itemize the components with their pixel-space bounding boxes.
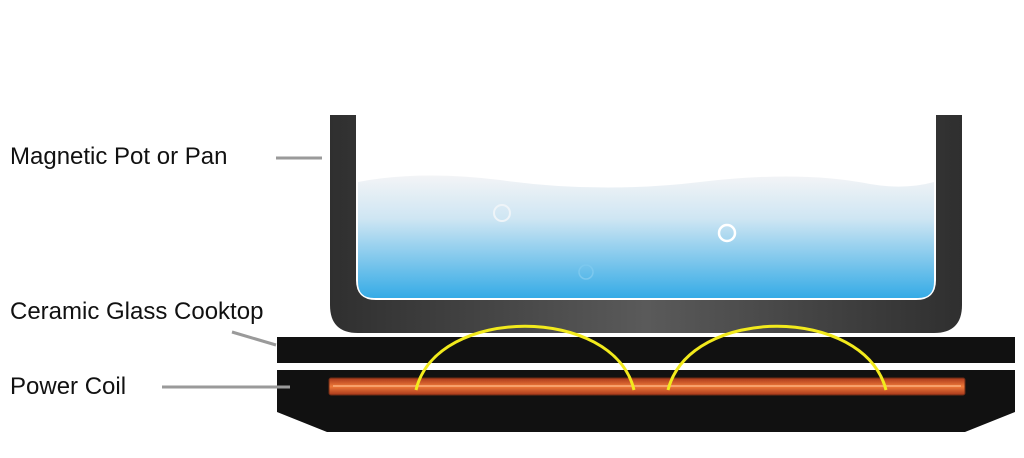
leader-line-glass	[231, 330, 277, 347]
bubble	[717, 223, 737, 243]
magnetic-field-arc-right	[666, 324, 888, 391]
pot-label: Magnetic Pot or Pan	[10, 143, 228, 170]
power-coil-label: Power Coil	[10, 373, 127, 400]
ceramic-glass-cooktop	[277, 337, 1015, 363]
water	[358, 175, 934, 298]
cooktop-label: Ceramic Glass Cooktop	[10, 298, 264, 325]
bubble	[578, 264, 594, 280]
pot-body	[330, 115, 962, 333]
magnetic-field-arc-left	[414, 324, 636, 391]
bubble	[493, 204, 511, 222]
